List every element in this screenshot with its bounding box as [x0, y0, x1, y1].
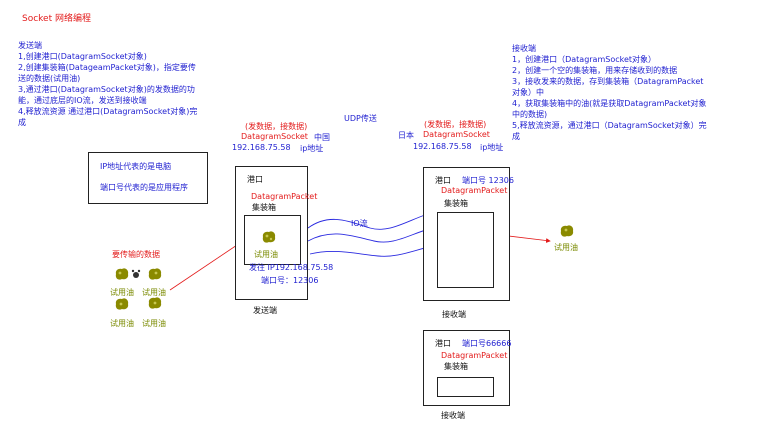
- receiver1-packet-label: DatagramPacket: [441, 186, 508, 195]
- sender-steps: 发送端 1,创建港口(DatagramSocket对象) 2,创建集装箱(Dat…: [18, 40, 197, 128]
- sender-container-label: 集装箱: [252, 203, 276, 212]
- oil-nugget-icon: [115, 298, 129, 310]
- receiver2-container: [437, 377, 494, 397]
- sender-step: 4,释放流资源 通过港口(DatagramSocket对象)完: [18, 107, 198, 116]
- left-ip: 192.168.75.58: [232, 143, 291, 152]
- oil-label: 试用油: [142, 319, 166, 328]
- left-socket-ops: (发数据，接数据): [245, 122, 308, 131]
- receiver-heading: 接收端: [512, 44, 536, 53]
- receiver2-packet-label: DatagramPacket: [441, 351, 508, 360]
- io-wave-2: [307, 225, 441, 243]
- sender-packet-label: DatagramPacket: [251, 192, 318, 201]
- page-title: Socket 网络编程: [22, 14, 91, 24]
- oil-nugget-icon: [262, 231, 276, 243]
- receiver-port-box-1: 港口 端口号 12306 DatagramPacket 集装箱: [423, 167, 514, 301]
- io-wave-1: [307, 209, 441, 230]
- left-socket-name: DatagramSocket: [241, 132, 308, 141]
- right-socket-ops: (发数据，接数据): [424, 120, 487, 129]
- oil-label: 试用油: [142, 288, 166, 297]
- right-ip-label: ip地址: [480, 143, 504, 152]
- sender-step: 能，通过底层的IO流，发送到接收端: [18, 96, 147, 105]
- received-oil-label: 试用油: [554, 243, 578, 252]
- receiver-step: 1，创建港口（DatagramSocket对象）: [512, 55, 657, 64]
- sender-port-box: 港口 DatagramPacket 集装箱 发往 IP192.168.75.58…: [235, 166, 333, 300]
- receiver-step: 成: [512, 132, 520, 141]
- udp-label: UDP传送: [344, 114, 377, 123]
- oil-nugget-icon: [148, 297, 162, 309]
- sender-step: 成: [18, 118, 26, 127]
- receiver-step: 中的数据): [512, 110, 548, 119]
- receiver2-caption: 接收端: [441, 411, 465, 420]
- sender-oil-label: 试用油: [254, 250, 278, 259]
- right-country: 日本: [398, 131, 414, 140]
- ip-note: IP地址代表的是电脑: [100, 162, 172, 171]
- sender-step: 1,创建港口(DatagramSocket对象): [18, 52, 147, 61]
- receiver2-container-label: 集装箱: [444, 362, 468, 371]
- right-socket-name: DatagramSocket: [423, 130, 490, 139]
- receiver2-port-label: 港口: [435, 339, 451, 348]
- receiver1-port-label: 港口: [435, 176, 451, 185]
- left-country: 中国: [314, 133, 330, 142]
- receiver-steps: 接收端 1，创建港口（DatagramSocket对象） 2，创建一个空的集装箱…: [512, 43, 707, 142]
- receiver1-container: [437, 212, 494, 288]
- port-note: 端口号代表的是应用程序: [100, 183, 188, 192]
- receiver1-port-number: 端口号 12306: [462, 176, 514, 185]
- oil-nugget-icon: [115, 268, 129, 280]
- left-ip-label: ip地址: [300, 144, 324, 153]
- io-stream-label: IO流: [351, 219, 368, 228]
- receiver-step: 2，创建一个空的集装箱，用来存储收到的数据: [512, 66, 678, 75]
- receiver1-container-label: 集装箱: [444, 199, 468, 208]
- data-label: 要传输的数据: [112, 250, 160, 259]
- oil-label: 试用油: [110, 288, 134, 297]
- receiver-step: 3，接收发来的数据，存到集装箱（DatagramPacket: [512, 77, 704, 86]
- receiver1-caption: 接收端: [442, 310, 466, 319]
- sender-caption: 发送端: [253, 306, 277, 315]
- sender-step: 3,通过港口(DatagramSocket对象)的发数据的功: [18, 85, 195, 94]
- io-wave-3: [309, 243, 441, 257]
- receiver-port-box-2: 港口 端口号66666 DatagramPacket 集装箱: [423, 330, 512, 406]
- sender-heading: 发送端: [18, 41, 42, 50]
- oil-nugget-icon: [560, 225, 574, 237]
- sender-target-ip: 发往 IP192.168.75.58: [249, 263, 334, 272]
- sender-target-port: 端口号：12306: [261, 276, 319, 285]
- receiver-step: 5,释放流资源，通过港口（DatagramSocket对象）完: [512, 121, 707, 130]
- oil-nugget-icon: [148, 268, 162, 280]
- sender-port-label: 港口: [247, 175, 263, 184]
- concept-note-box: IP地址代表的是电脑 端口号代表的是应用程序: [88, 152, 208, 204]
- receiver2-port-number: 端口号66666: [462, 339, 512, 348]
- right-ip: 192.168.75.58: [413, 142, 472, 151]
- sender-step: 2,创建集装箱(DatageamPacket对象)，指定要传: [18, 63, 196, 72]
- receiver-step: 4，获取集装箱中的油(就是获取DatagramPacket对象: [512, 99, 707, 108]
- oil-label: 试用油: [110, 319, 134, 328]
- receiver-step: 对象）中: [512, 88, 544, 97]
- paw-icon: [131, 269, 141, 278]
- sender-step: 送的数据(试用油): [18, 74, 81, 83]
